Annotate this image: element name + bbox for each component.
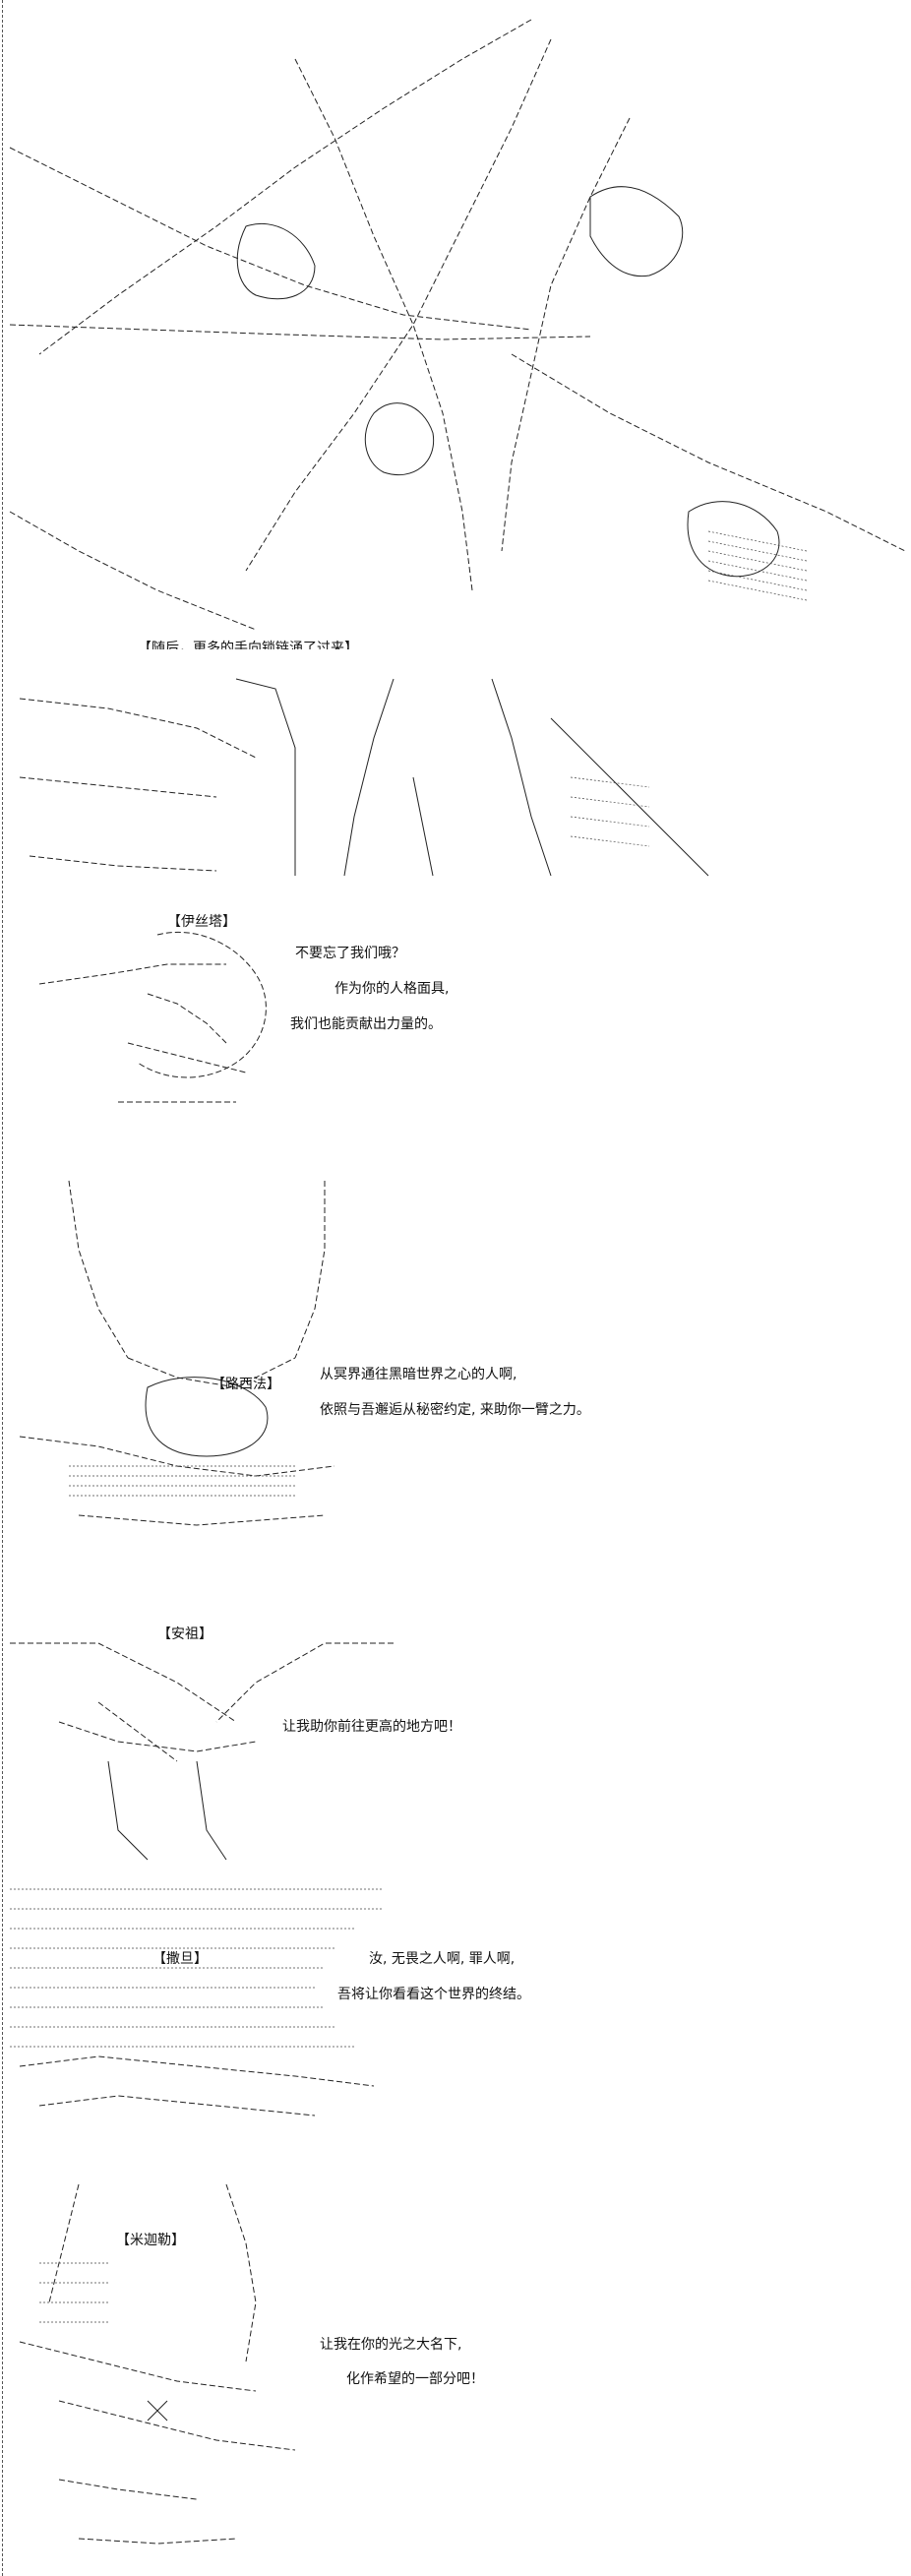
anzu-art <box>0 1624 413 1870</box>
scene3-speaker: 【路西法】 <box>212 1377 280 1392</box>
reaching-hands-art <box>0 659 911 895</box>
michael-art <box>0 2165 354 2558</box>
reaching-hands-drawing <box>19 678 709 877</box>
scene2-line-1: 不要忘了我们哦？ <box>295 946 405 961</box>
scene4-speaker: 【安祖】 <box>157 1626 213 1642</box>
lucifer-art <box>0 1171 551 1545</box>
scene6-speaker: 【米迦勒】 <box>116 2233 185 2248</box>
left-border <box>2 0 3 2576</box>
ishtar-drawing <box>38 931 267 1103</box>
ishtar-art <box>30 905 325 1122</box>
scene1-caption: 【随后，更多的手向锁链涌了过来】 <box>138 641 358 649</box>
chain-hands-art: 【随后，更多的手向锁链涌了过来】 <box>0 0 911 649</box>
scene3-line-2: 依照与吾邂逅从秘密约定, 来助你一臂之力。 <box>320 1402 590 1418</box>
scene2-line-2: 作为你的人格面具, <box>334 981 450 997</box>
lucifer-drawing <box>19 1180 335 1526</box>
scene2-line-3: 我们也能贡献出力量的。 <box>290 1016 442 1032</box>
satan-drawing <box>10 1888 384 2116</box>
scene5-line-1: 汝, 无畏之人啊, 罪人啊, <box>369 1951 516 1967</box>
scene4-line-1: 让我助你前往更高的地方吧！ <box>282 1719 461 1735</box>
scene6-line-2: 化作希望的一部分吧！ <box>346 2371 484 2387</box>
anzu-drawing <box>10 1642 394 1861</box>
scene3-line-1: 从冥界通往黑暗世界之心的人啊, <box>320 1367 517 1382</box>
scene6-line-1: 让我在你的光之大名下, <box>320 2337 462 2353</box>
satan-art <box>0 1870 394 2145</box>
michael-drawing <box>19 2183 296 2545</box>
scene5-line-2: 吾将让你看看这个世界的终结。 <box>337 1987 530 2002</box>
chain-hands-drawing <box>9 19 906 631</box>
scene5-speaker: 【撒旦】 <box>152 1951 208 1967</box>
scene2-speaker: 【伊丝塔】 <box>167 914 236 930</box>
